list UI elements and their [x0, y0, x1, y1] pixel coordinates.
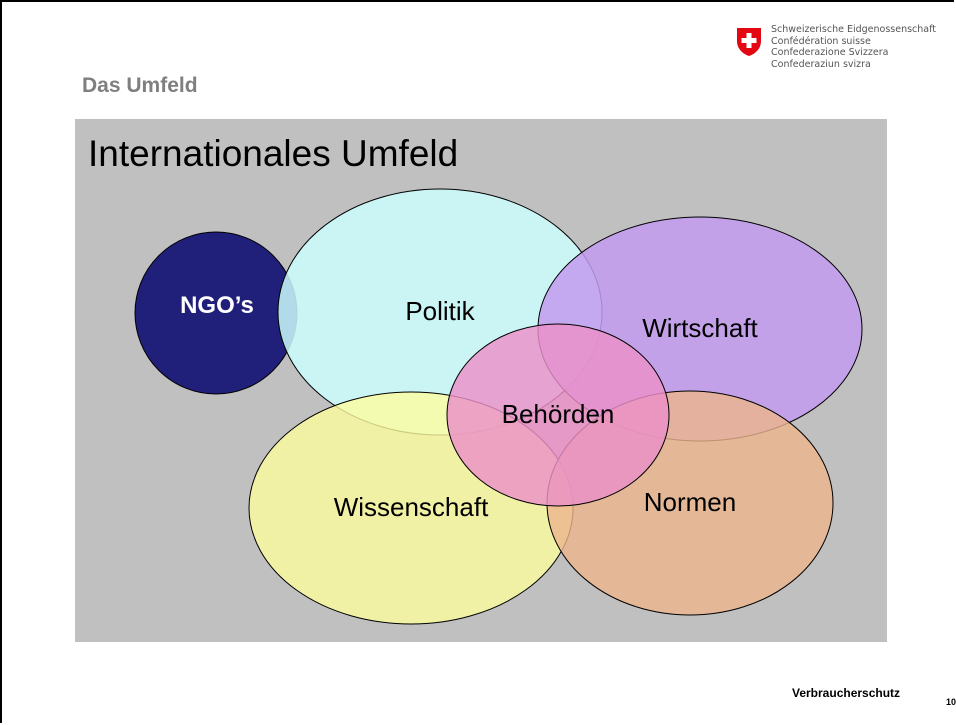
swiss-confederation-logo: Schweizerische Eidgenossenschaft Confédé… [736, 24, 956, 88]
logo-line-it: Confederazione Svizzera [771, 47, 889, 58]
venn-label-normen: Normen [644, 487, 736, 517]
logo-line-fr: Confédération suisse [771, 35, 871, 47]
venn-label-wirtschaft: Wirtschaft [642, 313, 758, 343]
venn-label-ngos: NGO’s [180, 292, 254, 319]
logo-line-de: Schweizerische Eidgenossenschaft [771, 24, 937, 35]
footer-label: Verbraucherschutz [792, 686, 901, 700]
logo-text: Schweizerische Eidgenossenschaft Confédé… [771, 24, 936, 70]
logo-line-rm: Confederaziun svizra [771, 58, 871, 70]
swiss-shield-icon [737, 28, 761, 56]
venn-label-behoerden: Behörden [502, 399, 615, 429]
venn-ellipse-behoerden [446, 323, 670, 507]
slide-title: Das Umfeld [82, 74, 198, 97]
panel-title: Internationales Umfeld [88, 133, 459, 174]
venn-label-wissenschaft: Wissenschaft [334, 492, 489, 522]
venn-label-politik: Politik [405, 296, 475, 326]
page-number: 10 [946, 697, 956, 707]
